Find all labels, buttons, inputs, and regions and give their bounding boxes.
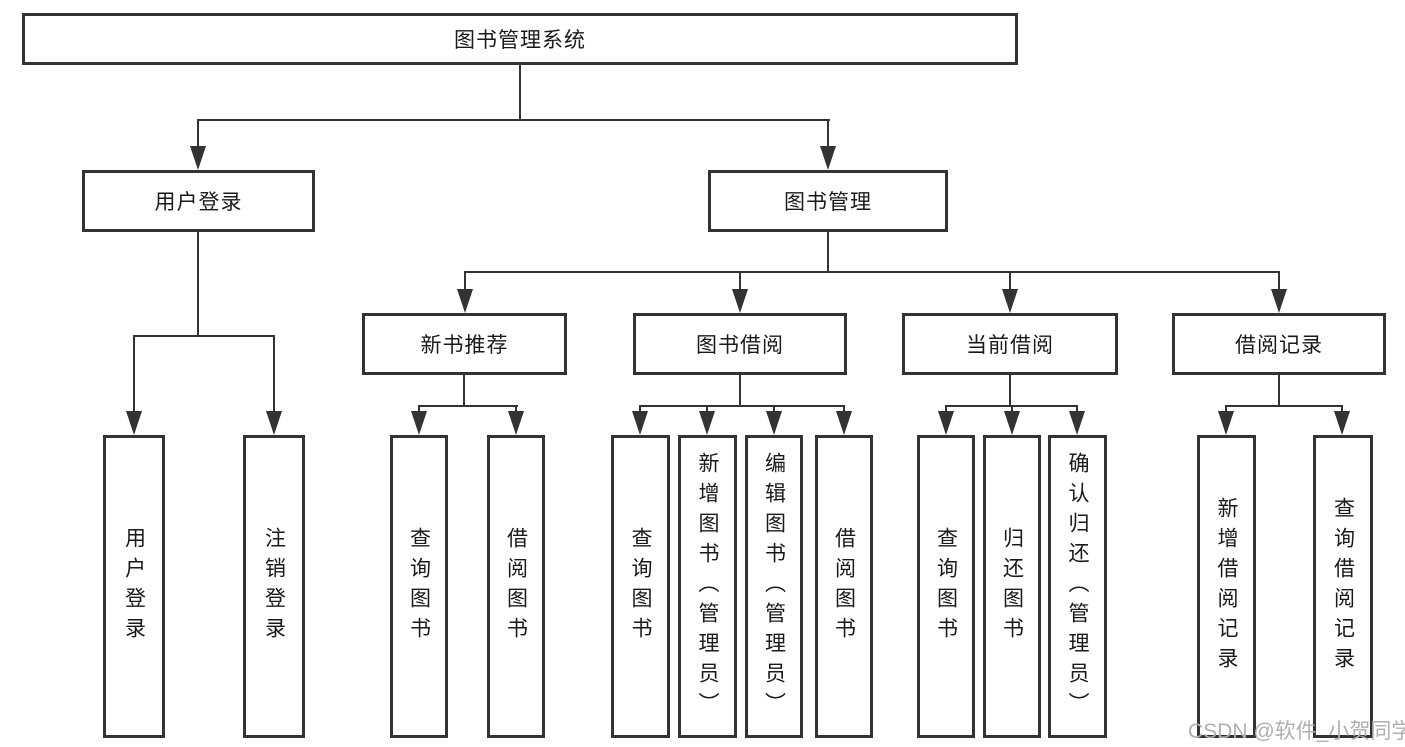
arrow-down-icon [1069, 411, 1085, 435]
node-label: 查询图书 [934, 526, 958, 647]
arrow-down-icon [1218, 411, 1234, 435]
arrow-down-icon [266, 411, 282, 435]
node-label: 新书推荐 [420, 334, 509, 357]
arrow-down-icon [411, 411, 427, 435]
connector-line [418, 405, 420, 416]
node-label: 用户登录 [122, 526, 146, 647]
node-label: 借阅图书 [832, 526, 856, 647]
node-root: 图书管理系统 [22, 13, 1018, 65]
arrow-down-icon [457, 289, 473, 313]
connector-line [133, 335, 135, 415]
arrow-down-icon [1002, 289, 1018, 313]
node-user-login-leaf: 用户登录 [103, 435, 165, 738]
connector-line [1278, 271, 1280, 293]
node-label: 借阅记录 [1235, 334, 1323, 357]
connector-line [843, 405, 845, 416]
connector-line [1278, 375, 1280, 407]
connector-line [133, 335, 275, 337]
connector-line [1011, 405, 1013, 416]
node-label: 当前借阅 [966, 334, 1054, 357]
connector-line [773, 405, 775, 416]
arrow-down-icon [632, 411, 648, 435]
arrow-down-icon [766, 411, 782, 435]
node-label: 图书管理系统 [454, 29, 586, 52]
node-query-books-current: 查询图书 [917, 435, 975, 738]
connector-line [1076, 405, 1078, 416]
connector-line [197, 119, 199, 152]
connector-line [827, 119, 829, 152]
connector-line [464, 271, 1280, 273]
node-borrow-books-recommend: 借阅图书 [487, 435, 545, 738]
node-add-books-admin: 新增图书（管理员） [678, 435, 737, 738]
connector-line [464, 271, 466, 293]
connector-line [1009, 271, 1011, 293]
arrow-down-icon [190, 146, 206, 170]
connector-line [519, 65, 521, 120]
arrow-down-icon [836, 411, 852, 435]
connector-line [1009, 375, 1011, 407]
node-label: 注销登录 [262, 526, 286, 647]
node-label: 查询借阅记录 [1331, 496, 1355, 677]
arrow-down-icon [820, 146, 836, 170]
node-logout: 注销登录 [243, 435, 305, 738]
connector-line [197, 119, 830, 121]
arrow-down-icon [938, 411, 954, 435]
node-label: 编辑图书（管理员） [762, 451, 786, 722]
node-return-books: 归还图书 [983, 435, 1041, 738]
node-label: 图书管理 [784, 191, 872, 214]
connector-line [827, 232, 829, 273]
connector-line [197, 232, 199, 337]
connector-line [706, 405, 708, 416]
arrow-down-icon [508, 411, 524, 435]
node-label: 归还图书 [1000, 526, 1024, 647]
connector-line [945, 405, 947, 416]
arrow-down-icon [1271, 289, 1287, 313]
node-user-login: 用户登录 [82, 170, 315, 232]
arrow-down-icon [1334, 411, 1350, 435]
node-label: 查询图书 [629, 526, 652, 647]
node-borrowing-records: 借阅记录 [1172, 313, 1386, 375]
node-borrow-books-borrowing: 借阅图书 [815, 435, 873, 738]
node-book-borrowing: 图书借阅 [633, 313, 847, 375]
node-label: 图书借阅 [696, 334, 784, 357]
connector-line [515, 405, 517, 416]
node-new-book-recommend: 新书推荐 [362, 313, 567, 375]
node-add-borrow-record: 新增借阅记录 [1197, 435, 1256, 738]
node-label: 用户登录 [154, 191, 243, 214]
node-label: 查询图书 [407, 526, 431, 647]
connector-line [739, 375, 741, 407]
connector-line [418, 405, 518, 407]
node-book-management: 图书管理 [708, 170, 948, 232]
arrow-down-icon [126, 411, 142, 435]
connector-line [739, 271, 741, 293]
arrow-down-icon [699, 411, 715, 435]
connector-line [1225, 405, 1227, 416]
node-label: 新增图书（管理员） [696, 451, 719, 722]
node-query-books-borrowing: 查询图书 [611, 435, 670, 738]
node-label: 新增借阅记录 [1215, 496, 1238, 677]
node-edit-books-admin: 编辑图书（管理员） [745, 435, 803, 738]
watermark: CSDN @软件_小贺同学 [1188, 720, 1405, 743]
connector-line [273, 335, 275, 415]
connector-line [639, 405, 845, 407]
connector-line [463, 375, 465, 407]
node-query-books-recommend: 查询图书 [390, 435, 448, 738]
node-label: 借阅图书 [504, 526, 528, 647]
node-label: 确认归还（管理员） [1066, 451, 1089, 722]
node-current-borrowing: 当前借阅 [902, 313, 1118, 375]
arrow-down-icon [732, 289, 748, 313]
connector-line [1341, 405, 1343, 416]
node-confirm-return-admin: 确认归还（管理员） [1048, 435, 1107, 738]
connector-line [1225, 405, 1343, 407]
node-query-borrow-record: 查询借阅记录 [1313, 435, 1373, 738]
connector-line [639, 405, 641, 416]
arrow-down-icon [1004, 411, 1020, 435]
